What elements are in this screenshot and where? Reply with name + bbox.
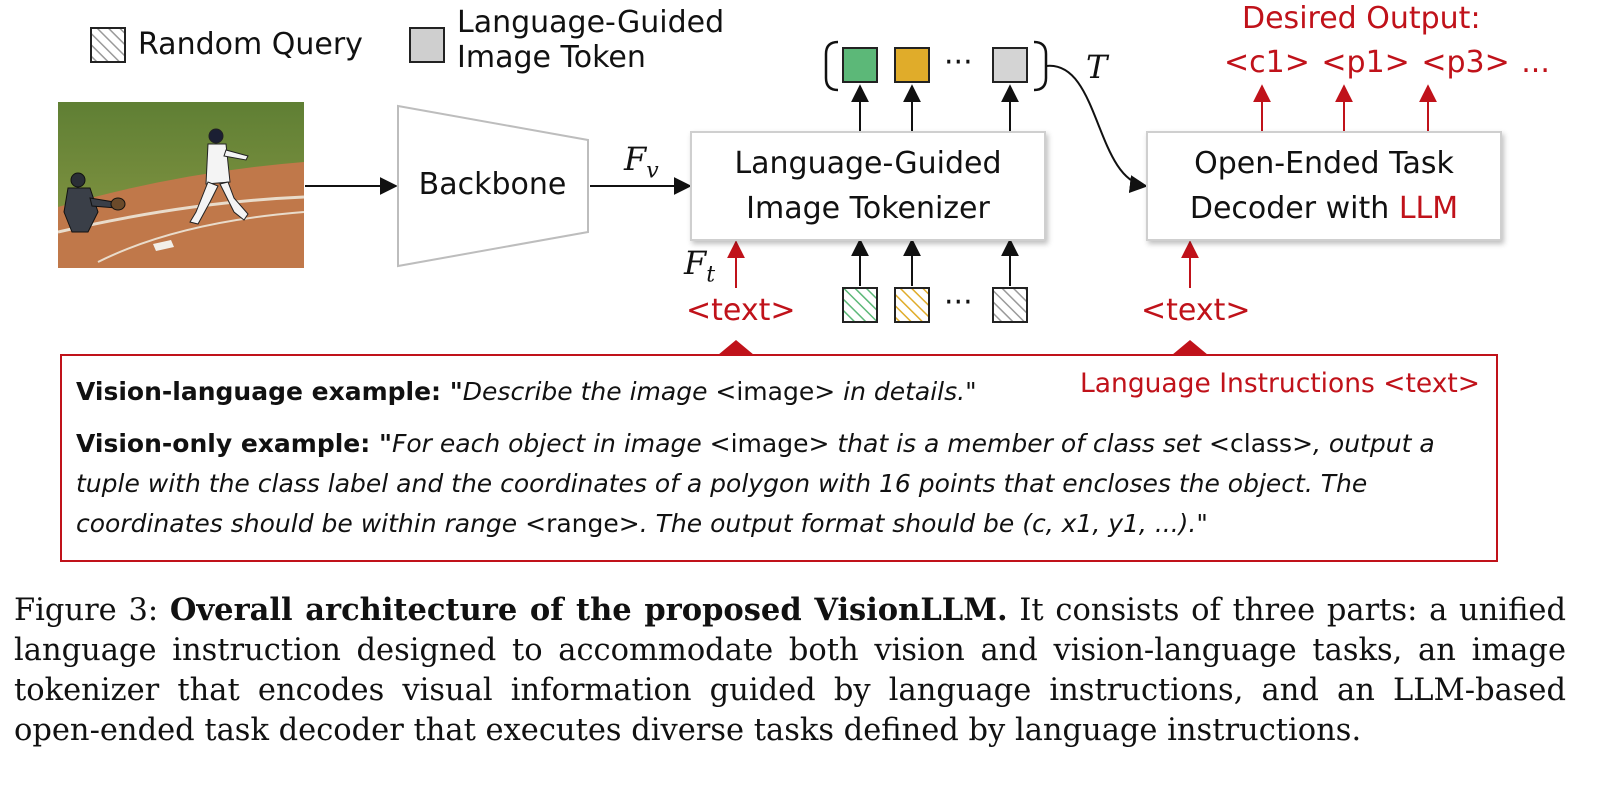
query-token-yellow [894, 287, 930, 323]
instruction-pointer-right [1172, 340, 1208, 355]
decoder-line1: Open-Ended Task [1194, 146, 1454, 181]
decoder-box: Open-Ended Task Decoder with LLM [1146, 131, 1502, 241]
tokenizer-line1: Language-Guided [734, 146, 1002, 181]
ft-label: Ft [684, 244, 716, 288]
hatched-square-icon [90, 27, 126, 63]
vision-only-example: Vision-only example: "For each object in… [76, 429, 1435, 538]
text-tag-decoder: <text> [1141, 293, 1251, 328]
caption-prefix: Figure 3: [14, 593, 170, 628]
output-token-gray [992, 47, 1028, 83]
caption-rest: It consists of three parts: a unified la… [14, 593, 1566, 748]
legend-lang-token-line1: Language-Guided [457, 5, 725, 40]
query-token-ellipsis: ··· [944, 285, 973, 320]
tokenizer-line2: Image Tokenizer [746, 191, 990, 226]
caption-bold: Overall architecture of the proposed Vis… [169, 592, 1008, 628]
instruction-box-label: Language Instructions <text> [1080, 368, 1480, 399]
legend-random-query-label: Random Query [138, 27, 363, 62]
vision-language-example: Vision-language example: "Describe the i… [76, 377, 977, 406]
token-bracket-right [1033, 40, 1048, 92]
fv-label: Fv [624, 140, 659, 184]
desired-output-title: Desired Output: [1242, 1, 1481, 36]
query-token-gray [992, 287, 1028, 323]
instruction-box: Language Instructions <text> Vision-lang… [60, 354, 1498, 562]
decoder-line2-prefix: Decoder with [1189, 191, 1399, 226]
tokens-to-decoder-curve [1045, 64, 1148, 194]
output-token-ellipsis: ··· [944, 45, 973, 80]
legend-lang-token-line2: Image Token [457, 39, 646, 75]
legend-lang-token-label: Language-Guided Image Token [457, 5, 725, 75]
desired-output-tokens: <c1> <p1> <p3> ... [1224, 45, 1550, 80]
instruction-pointer-left [718, 340, 754, 355]
decoder-llm-label: LLM [1398, 191, 1459, 226]
output-token-green [842, 47, 878, 83]
text-tag-tokenizer: <text> [686, 293, 796, 328]
gray-square-icon [409, 27, 445, 63]
decoder-line2: Decoder with LLM [1190, 186, 1458, 231]
baseball-photo [58, 102, 304, 268]
tokenizer-box: Language-Guided Image Tokenizer [690, 131, 1046, 241]
backbone-label: Backbone [418, 167, 567, 202]
query-token-green [842, 287, 878, 323]
output-token-yellow [894, 47, 930, 83]
t-label: T [1086, 48, 1108, 86]
token-bracket-left [824, 40, 839, 92]
figure-caption: Figure 3: Overall architecture of the pr… [14, 590, 1566, 751]
backbone-block [397, 104, 589, 268]
